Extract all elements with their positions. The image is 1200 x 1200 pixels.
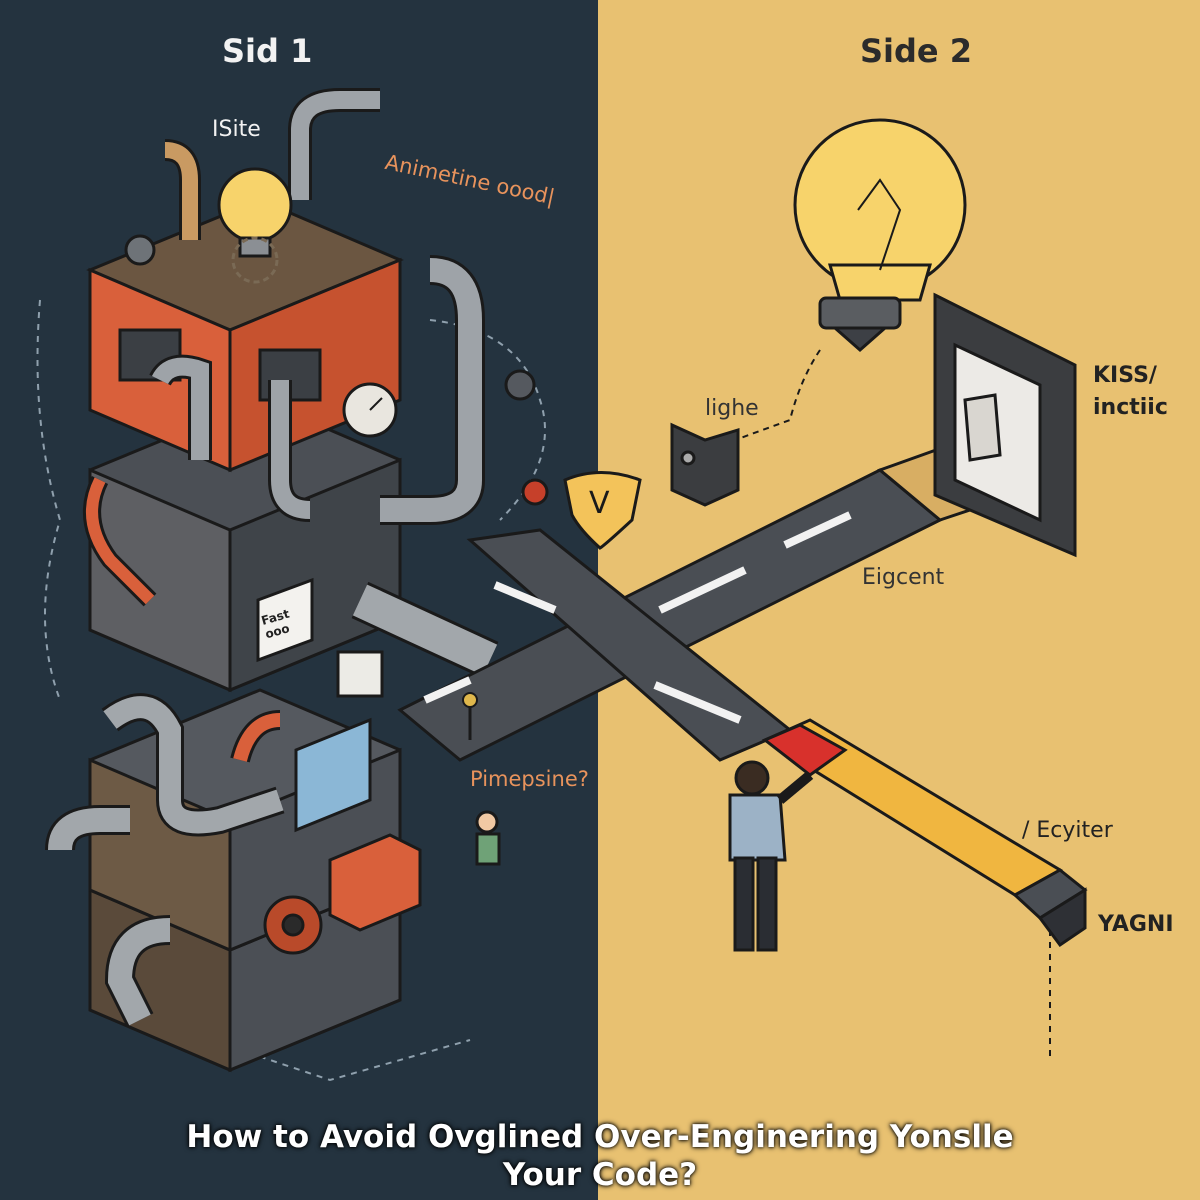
label-pimepsine: Pimepsine?	[470, 767, 589, 791]
shield-icon	[563, 471, 642, 550]
small-lock-box	[670, 422, 740, 507]
label-eigcent: Eigcent	[862, 565, 945, 590]
complex-machine	[36, 88, 549, 1082]
left-panel-title: Sid 1	[222, 32, 313, 70]
label-lighe: lighe	[705, 396, 759, 421]
simple-bulb	[734, 118, 967, 441]
label-isite: ISite	[212, 117, 261, 142]
caption-line-2: Your Code?	[502, 1157, 698, 1193]
caption-line-1: How to Avoid Ovglined Over-Enginering Yo…	[186, 1119, 1014, 1155]
right-panel-title: Side 2	[860, 32, 973, 70]
road-crossing	[397, 443, 1003, 762]
label-ecyiter: / Ecyiter	[1022, 818, 1113, 843]
label-yagni: YAGNI	[1098, 912, 1174, 937]
wall-switch	[933, 292, 1077, 558]
label-kiss: KISS/ inctiic	[1093, 363, 1168, 420]
ruler-beam	[761, 718, 1088, 1060]
person-icon	[728, 760, 814, 952]
badge-letter: V	[589, 486, 610, 521]
